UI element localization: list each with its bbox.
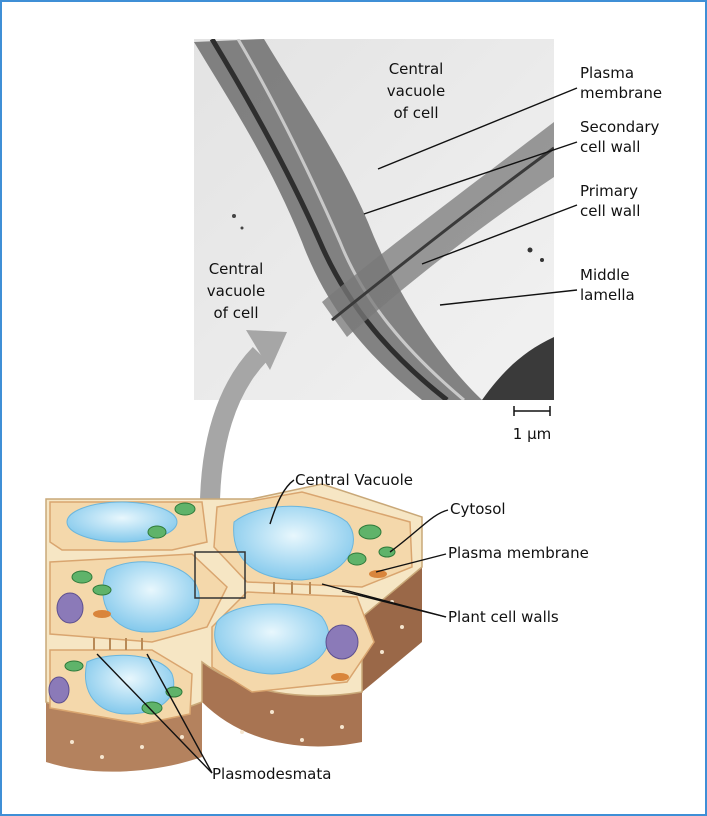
micrograph: Central vacuole of cell Central vacuole … (194, 39, 662, 443)
label-cytosol: Cytosol (450, 500, 506, 518)
chloroplast (93, 585, 111, 595)
nucleus (326, 625, 358, 659)
chloroplast (379, 547, 395, 557)
label-central-vacuole-top: of cell (393, 104, 438, 122)
label-primary-cell-wall: Primary (580, 182, 638, 200)
label-central-vacuole: Central Vacuole (295, 471, 413, 489)
mitochondrion (331, 673, 349, 681)
cell-block (46, 484, 422, 772)
scale-bar-label: 1 μm (513, 425, 551, 443)
label-primary-cell-wall: cell wall (580, 202, 640, 220)
label-central-vacuole-top: Central (389, 60, 444, 78)
label-central-vacuole-left: vacuole (207, 282, 265, 300)
chloroplast (65, 661, 83, 671)
label-central-vacuole-left: Central (209, 260, 264, 278)
chloroplast (348, 553, 366, 565)
label-plasma-membrane: Plasma (580, 64, 634, 82)
chloroplast (175, 503, 195, 515)
cell-top-left (50, 502, 207, 550)
label-central-vacuole-top: vacuole (387, 82, 445, 100)
nucleus (57, 593, 83, 623)
label-secondary-cell-wall: Secondary (580, 118, 660, 136)
label-plasma-membrane: membrane (580, 84, 662, 102)
label-middle-lamella: Middle (580, 266, 630, 284)
label-central-vacuole-left: of cell (213, 304, 258, 322)
chloroplast (359, 525, 381, 539)
chloroplast (148, 526, 166, 538)
cell-middle-right (212, 592, 374, 692)
label-secondary-cell-wall: cell wall (580, 138, 640, 156)
label-plant-cell-walls: Plant cell walls (448, 608, 559, 626)
chloroplast (72, 571, 92, 583)
label-plasma-membrane-cell: Plasma membrane (448, 544, 589, 562)
mitochondrion (93, 610, 111, 618)
label-plasmodesmata: Plasmodesmata (212, 765, 331, 783)
label-middle-lamella: lamella (580, 286, 635, 304)
scale-bar: 1 μm (513, 406, 551, 443)
nucleus (49, 677, 69, 703)
